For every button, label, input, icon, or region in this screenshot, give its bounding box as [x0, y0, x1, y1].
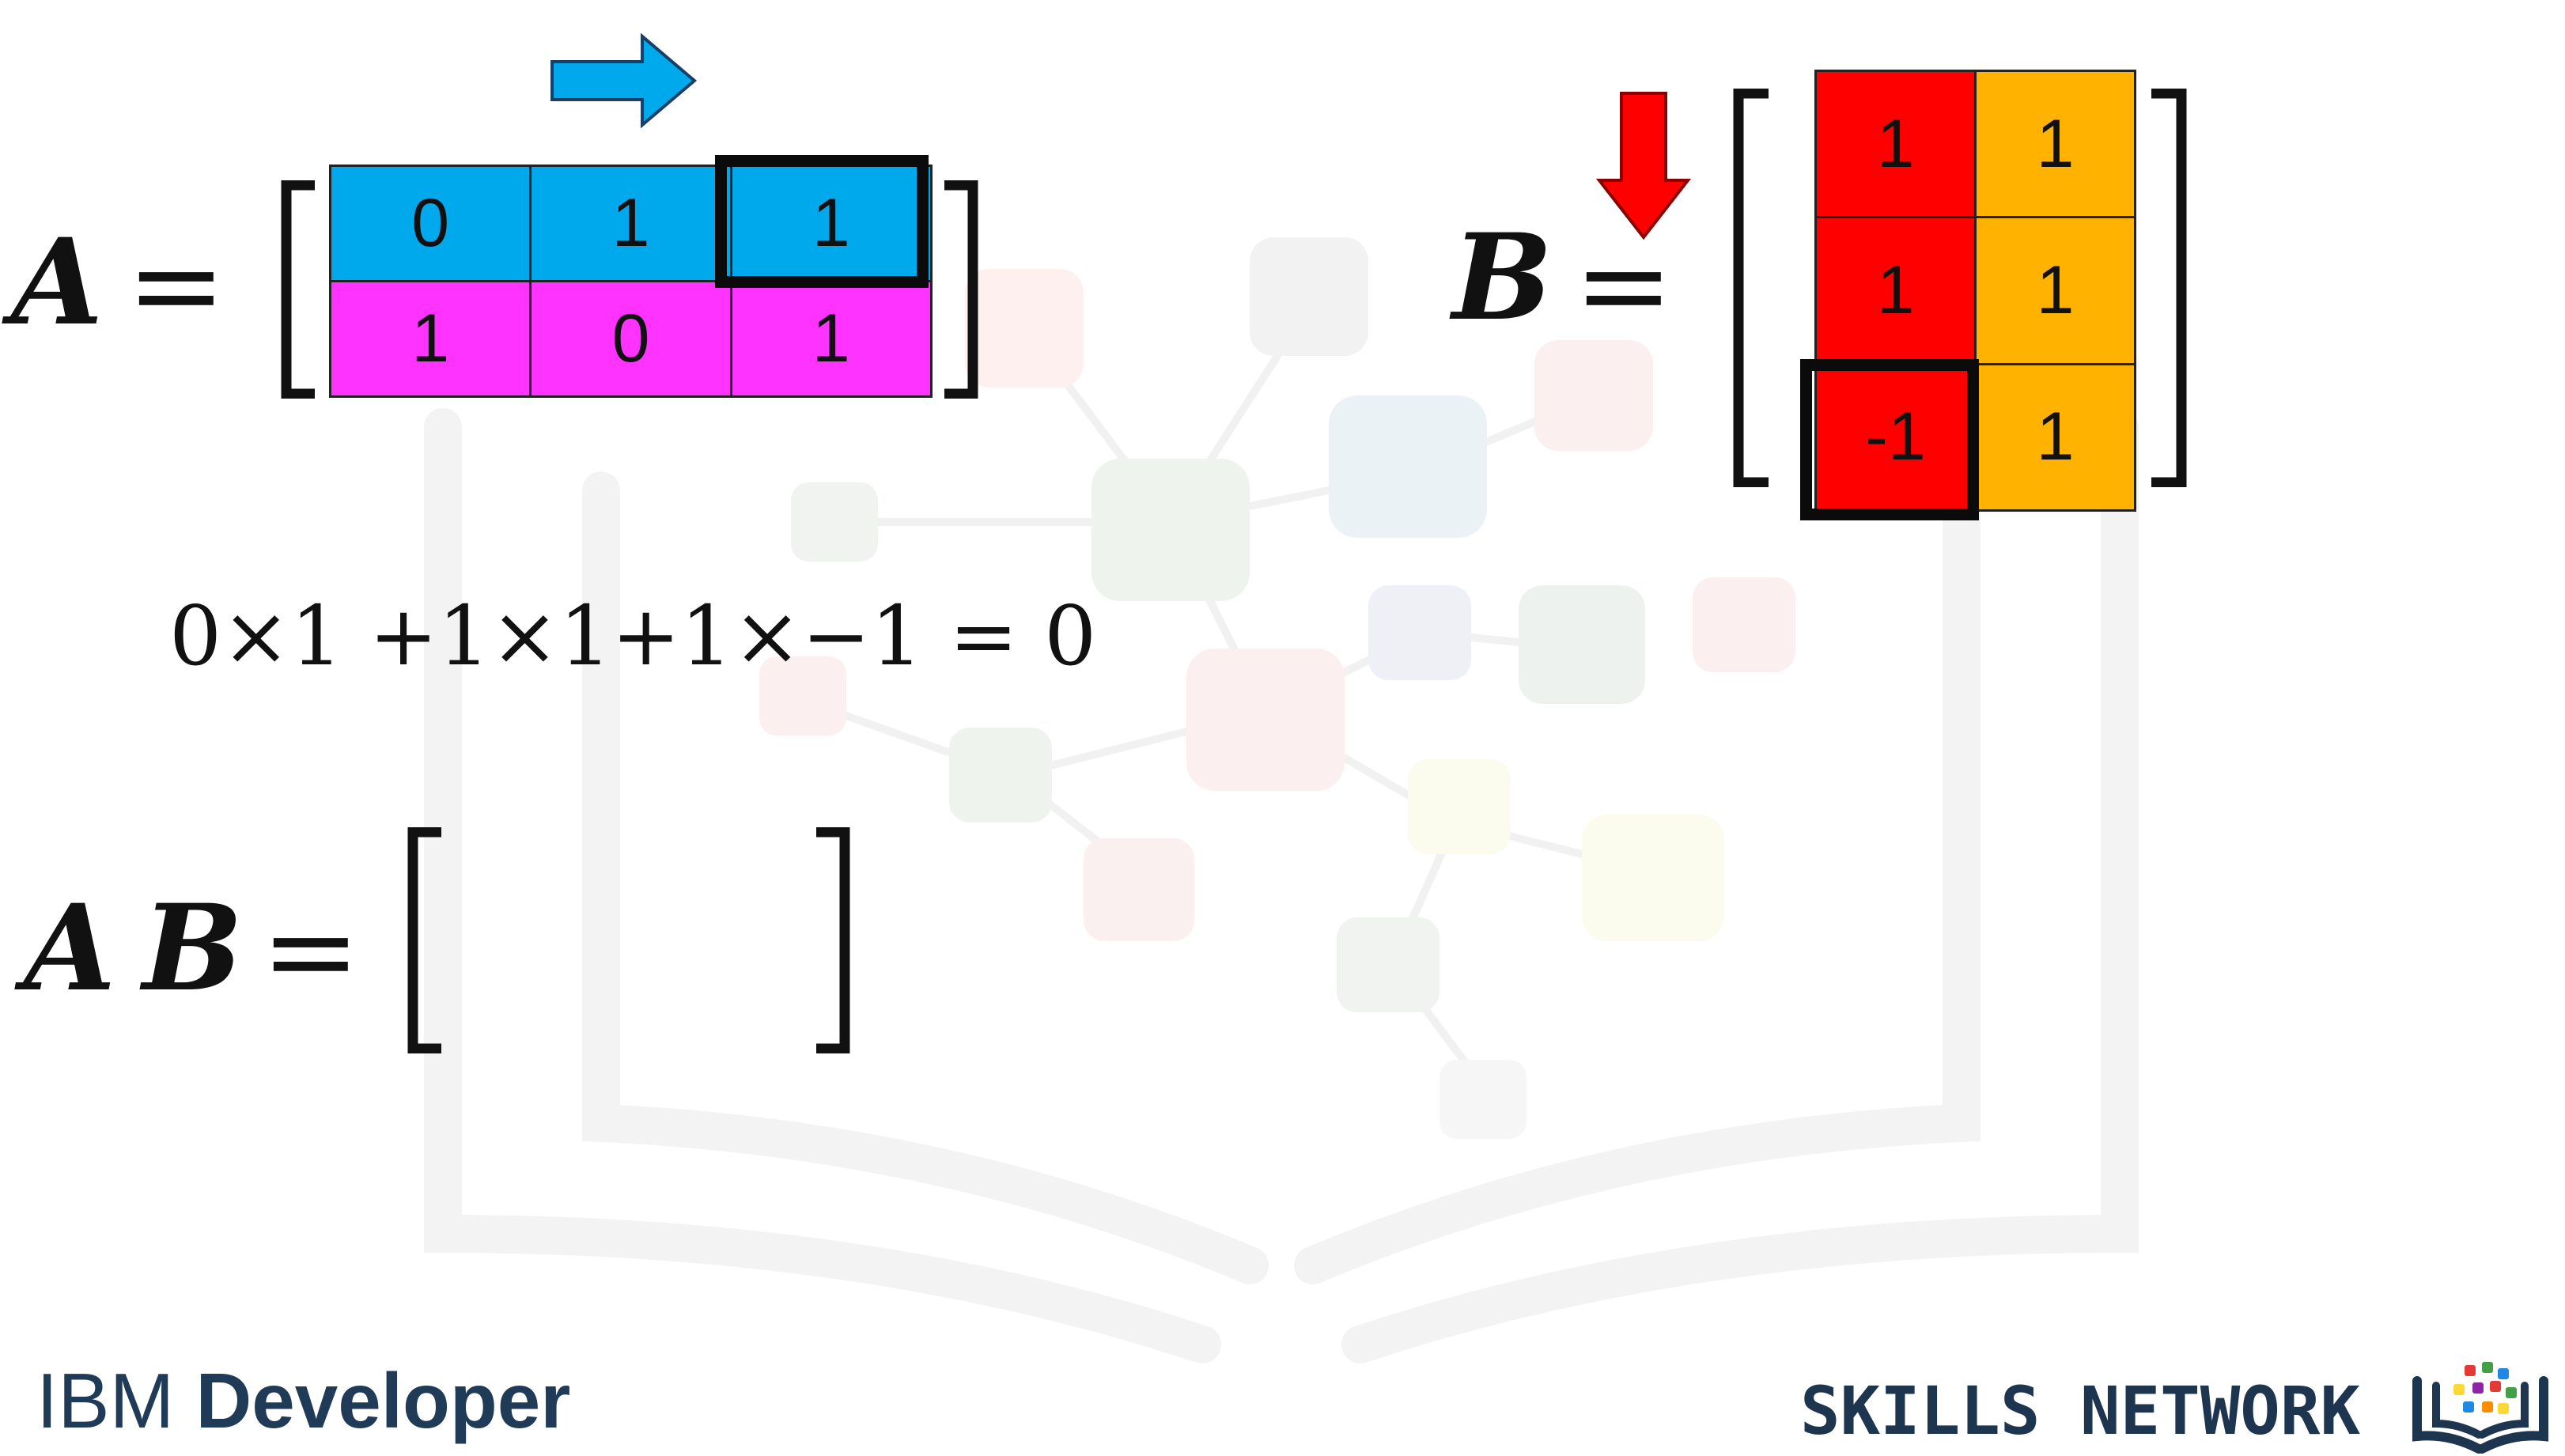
matrix-a-right-bracket — [944, 180, 978, 399]
matrix-a-highlight-box — [715, 155, 929, 288]
matrix-a-cell: 0 — [331, 167, 532, 282]
matrix-a-cell: 1 — [732, 282, 933, 398]
row-arrow-icon — [550, 32, 698, 129]
matrix-b-cell: 1 — [1977, 72, 2136, 219]
matrix-b-left-bracket — [1733, 89, 1769, 487]
result-label-a: A — [24, 879, 116, 1018]
matrix-b-equals-sign: = — [1574, 217, 1674, 354]
matrix-a-left-bracket — [281, 180, 315, 399]
matrix-b-cell: 1 — [1977, 365, 2136, 512]
matrix-a-label: A — [11, 213, 104, 352]
ibm-logo-text: IBM — [36, 1357, 175, 1444]
matrix-b-label: B — [1452, 208, 1553, 347]
result-label-b: B — [142, 879, 243, 1018]
result-equals-sign: = — [261, 883, 361, 1020]
skills-network-logo-text: SKILLS NETWORK — [1800, 1372, 2361, 1450]
matrix-a-equals-sign: = — [127, 217, 226, 354]
matrix-b-highlight-box — [1800, 359, 1979, 520]
matrix-b-cell: 1 — [1817, 218, 1977, 365]
result-right-bracket — [816, 827, 850, 1053]
skills-network-book-icon — [2412, 1362, 2548, 1454]
matrix-a-cell: 1 — [331, 282, 532, 398]
ibm-developer-logo: IBM Developer — [36, 1362, 570, 1439]
matrix-a-grid: 0 1 1 1 0 1 — [329, 165, 933, 398]
matrix-a-cell: 1 — [532, 167, 732, 282]
matrix-b-cell: 1 — [1817, 72, 1977, 219]
matrix-b-cell: 1 — [1977, 218, 2136, 365]
dot-product-formula: 0×1 +1×1+1×−1 = 0 — [169, 588, 1097, 684]
matrix-b-grid: 1 1 1 1 -1 1 — [1814, 70, 2136, 512]
matrix-b-cell: -1 — [1817, 365, 1977, 512]
matrix-a-cell: 0 — [532, 282, 732, 398]
developer-logo-text: Developer — [195, 1357, 571, 1444]
result-left-bracket — [407, 827, 441, 1053]
matrix-b-right-bracket — [2151, 89, 2187, 487]
column-arrow-icon — [1596, 92, 1691, 240]
